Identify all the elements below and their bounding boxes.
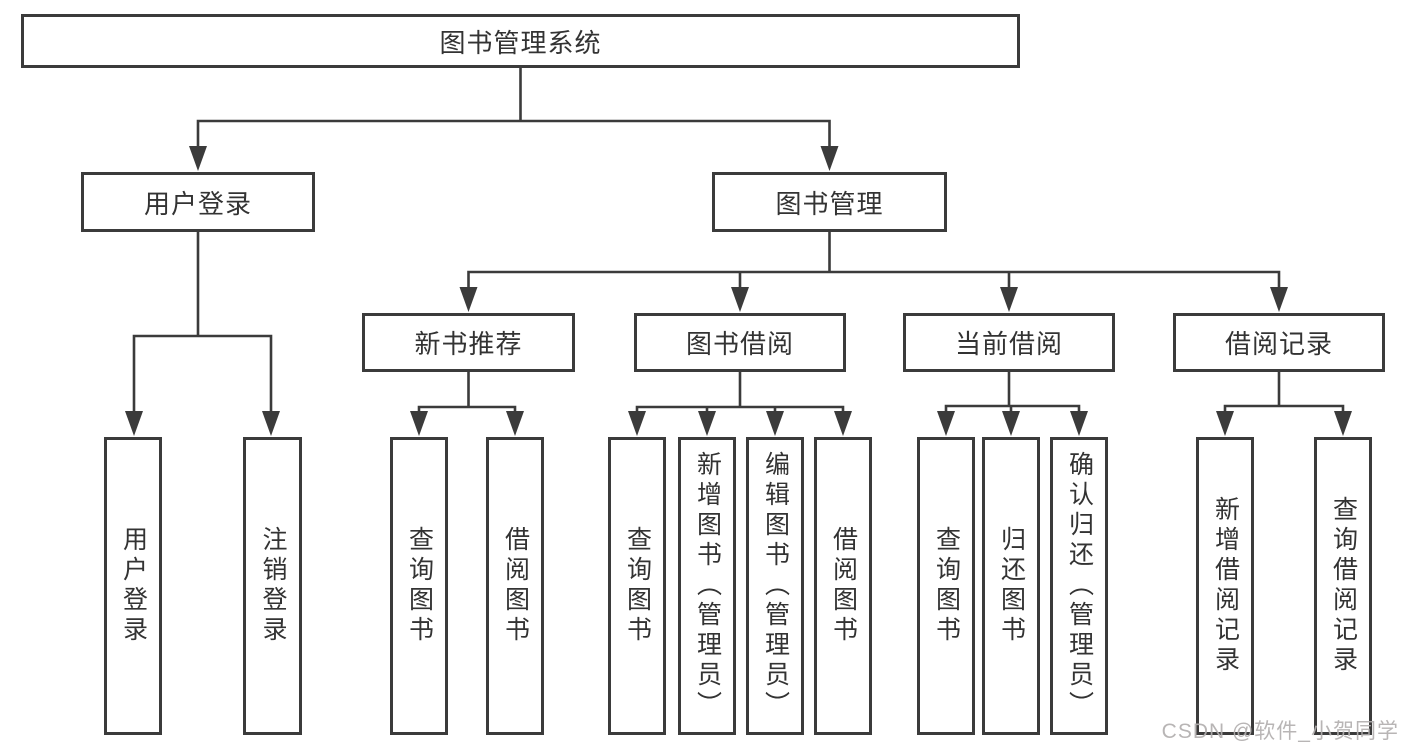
root-node-library-system: 图书管理系统: [21, 14, 1020, 68]
leaf-label: 查询图书: [405, 526, 434, 646]
leaf-label: 确认归还（管理员）: [1065, 451, 1094, 721]
leaf-borrow-books: 借阅图书: [814, 437, 872, 735]
leaf-label: 借阅图书: [829, 526, 858, 646]
csdn-watermark: CSDN @软件_小贺同学: [1161, 720, 1399, 743]
leaf-label: 编辑图书（管理员）: [761, 451, 790, 721]
leaf-label: 归还图书: [997, 526, 1026, 646]
leaf-return-books: 归还图书: [982, 437, 1040, 735]
book-management-node: 图书管理: [712, 172, 947, 232]
new-book-recommend-node: 新书推荐: [362, 313, 575, 372]
current-borrow-node: 当前借阅: [903, 313, 1115, 372]
leaf-label: 新增借阅记录: [1211, 496, 1240, 676]
leaf-query-books-borrow: 查询图书: [608, 437, 666, 735]
leaf-query-books-recommend: 查询图书: [390, 437, 448, 735]
user-login-node: 用户登录: [81, 172, 315, 232]
leaf-logout: 注销登录: [243, 437, 302, 735]
leaf-user-login: 用户登录: [104, 437, 162, 735]
book-borrow-node: 图书借阅: [634, 313, 846, 372]
borrow-record-node: 借阅记录: [1173, 313, 1385, 372]
leaf-query-books-current: 查询图书: [917, 437, 975, 735]
leaf-label: 借阅图书: [501, 526, 530, 646]
leaf-label: 查询借阅记录: [1329, 496, 1358, 676]
leaf-label: 注销登录: [259, 526, 287, 646]
leaf-add-borrow-record: 新增借阅记录: [1196, 437, 1254, 735]
leaf-label: 查询图书: [932, 526, 961, 646]
leaf-label: 查询图书: [623, 526, 652, 646]
leaf-borrow-books-recommend: 借阅图书: [486, 437, 544, 735]
leaf-confirm-return-admin: 确认归还（管理员）: [1050, 437, 1108, 735]
leaf-query-borrow-record: 查询借阅记录: [1314, 437, 1372, 735]
leaf-add-books-admin: 新增图书（管理员）: [678, 437, 736, 735]
leaf-label: 用户登录: [119, 526, 148, 646]
leaf-label: 新增图书（管理员）: [693, 451, 722, 721]
leaf-edit-books-admin: 编辑图书（管理员）: [746, 437, 804, 735]
